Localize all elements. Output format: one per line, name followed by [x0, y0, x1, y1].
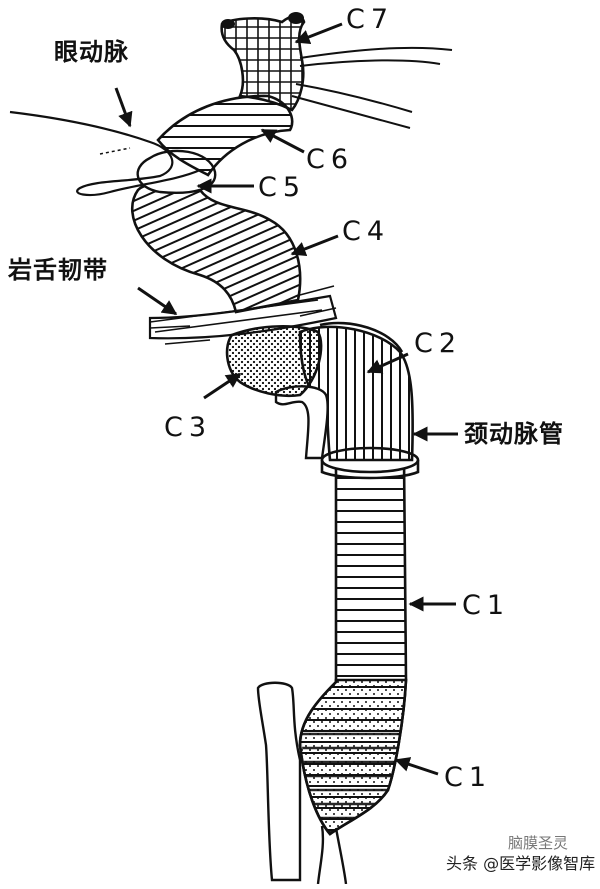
- arrow-c6: [260, 128, 305, 154]
- label-c6: C6: [306, 144, 355, 175]
- label-ophthalmic-artery: 眼动脉: [54, 37, 129, 66]
- label-c3: C3: [164, 412, 213, 443]
- c7-top-cap-right: [288, 12, 304, 24]
- arrow-c4: [290, 234, 339, 257]
- external-carotid-stub: [256, 681, 302, 882]
- label-c7: C7: [346, 4, 395, 35]
- label-c2: C2: [414, 328, 463, 359]
- label-petrolingual-ligament: 岩舌韧带: [8, 255, 108, 284]
- c7-communicating-segment: [220, 14, 306, 112]
- label-carotid-canal: 颈动脉管: [464, 419, 564, 448]
- arrow-c1-lower: [394, 757, 439, 776]
- label-c1-lower: C1: [444, 762, 493, 793]
- arrow-c3: [203, 372, 242, 400]
- ophthalmic-artery-vessel: [9, 110, 201, 197]
- ligament-fibers: [149, 285, 337, 345]
- arrow-c2: [366, 352, 409, 374]
- arrow-petrolingual: [137, 286, 178, 316]
- source-watermark: 头条 @医学影像智库: [446, 854, 596, 873]
- label-c4: C4: [342, 216, 391, 247]
- c6-ophthalmic-segment: [156, 94, 294, 177]
- label-c1-upper: C1: [462, 590, 511, 621]
- terminal-branch-vessels: [291, 46, 453, 129]
- c1-lower-stripes: [301, 729, 401, 835]
- c2-canal-tube: [319, 321, 404, 353]
- c3-lacerum-segment: [225, 325, 323, 398]
- arrow-c7: [294, 22, 343, 45]
- common-carotid-stem: [316, 825, 348, 885]
- bony-connector: [274, 385, 329, 460]
- faded-watermark: 脑膜圣灵: [508, 834, 569, 852]
- label-c5: C5: [258, 172, 307, 203]
- arrow-ophthalmic: [114, 87, 133, 128]
- c7-top-cap-left: [221, 19, 235, 29]
